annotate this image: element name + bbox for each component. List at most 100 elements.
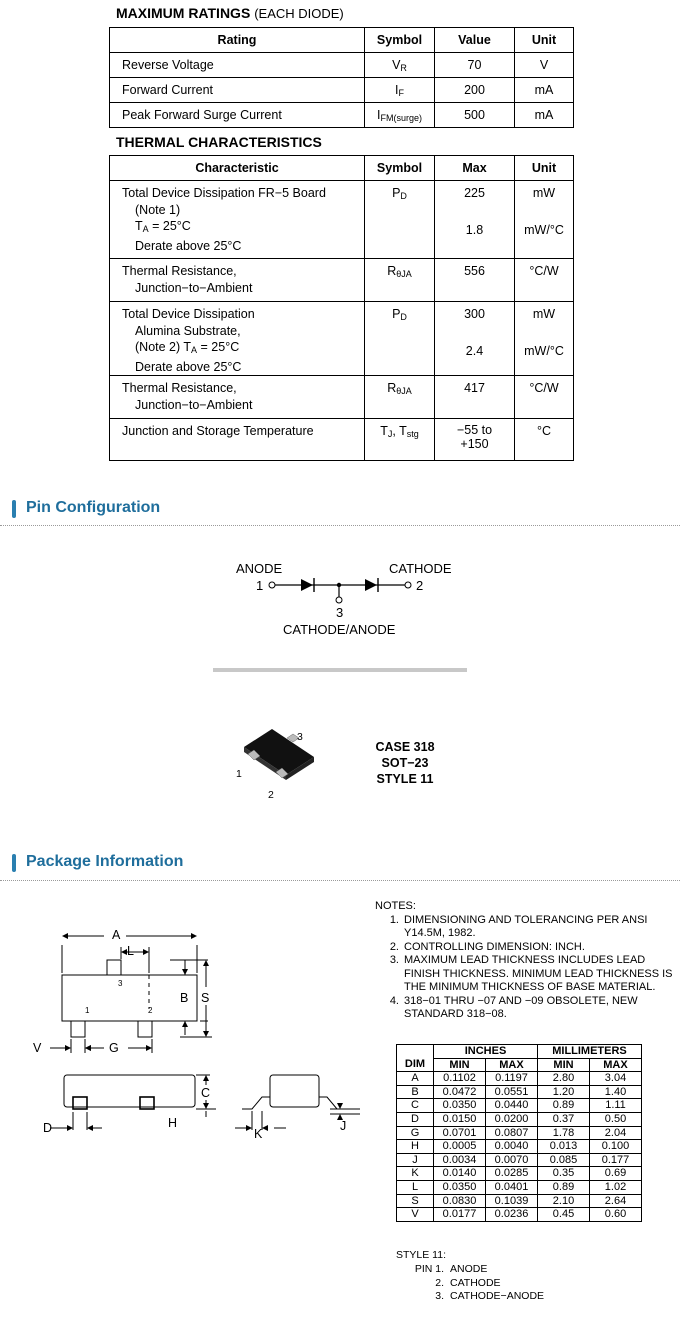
- dim-value-cell: 0.0401: [485, 1179, 538, 1195]
- dim-value-cell: 3.04: [589, 1071, 642, 1086]
- characteristic-cell: Thermal Resistance, Junction−to−Ambient: [122, 381, 253, 412]
- dim-label-L: L: [127, 944, 134, 958]
- package-outline-drawing: [50, 933, 360, 1131]
- dim-value-cell: 0.013: [537, 1139, 590, 1154]
- col-header-unit: Unit: [514, 155, 574, 181]
- note-item: 1.DIMENSIONING AND TOLERANCING PER ANSI …: [389, 913, 648, 940]
- dim-cell: H: [396, 1139, 434, 1154]
- symbol-cell: IFM(surge): [377, 108, 422, 123]
- unit-cell: °C/W: [529, 264, 559, 278]
- pkg-pin-1: 1: [236, 768, 242, 780]
- characteristic-cell: Total Device Dissipation Alumina Substra…: [122, 307, 255, 374]
- pin-3-label: 3: [336, 605, 344, 620]
- symbol-cell: TJ, Tstg: [380, 424, 419, 439]
- table-row: Total Device Dissipation Alumina Substra…: [109, 301, 574, 376]
- dim-value-cell: 0.60: [589, 1207, 642, 1222]
- max-ratings-subtitle: (EACH DIODE): [254, 6, 344, 21]
- unit-cell: V: [539, 58, 549, 72]
- dim-cell: S: [396, 1193, 434, 1209]
- dim-value-cell: 0.0150: [433, 1111, 486, 1127]
- symbol-cell: VR: [392, 58, 407, 73]
- dim-value-cell: 0.0472: [433, 1084, 486, 1100]
- common-label: CATHODE/ANODE: [283, 622, 396, 637]
- dim-value-cell: 0.69: [589, 1166, 642, 1181]
- pin-1-label: 1: [256, 578, 264, 593]
- max-cell: 417: [464, 381, 485, 395]
- dim-label-K: K: [254, 1127, 263, 1141]
- dim-value-cell: 1.11: [589, 1098, 642, 1113]
- style-pin-row: 3.CATHODE−ANODE: [435, 1290, 545, 1303]
- symbol-cell: RθJA: [387, 264, 412, 279]
- dim-value-cell: 0.0200: [485, 1111, 538, 1127]
- table-header-row: DIM MIN MAX MIN MAX: [396, 1057, 642, 1073]
- cathode-label: CATHODE: [389, 561, 452, 576]
- dim-value-cell: 2.10: [537, 1193, 590, 1209]
- diode-schematic: [268, 578, 412, 604]
- dim-value-cell: 0.0140: [433, 1166, 486, 1181]
- dim-value-cell: 0.0070: [485, 1152, 538, 1168]
- thermal-table: Characteristic Symbol Max Unit Total Dev…: [109, 155, 574, 461]
- dim-value-cell: 1.02: [589, 1179, 642, 1195]
- case-line: STYLE 11: [376, 772, 434, 786]
- case-line: CASE 318: [375, 740, 435, 754]
- dim-value-cell: 1.78: [537, 1125, 590, 1141]
- dim-label-S: S: [201, 991, 210, 1005]
- table-header-row: Rating Symbol Value Unit: [109, 27, 574, 53]
- symbol-cell: RθJA: [387, 381, 412, 396]
- dim-value-cell: 1.20: [537, 1084, 590, 1100]
- dim-cell: A: [396, 1071, 434, 1086]
- table-header-row: Characteristic Symbol Max Unit: [109, 155, 574, 181]
- unit-cell: mA: [534, 108, 554, 122]
- separator-bar: [213, 668, 467, 672]
- dim-value-cell: 0.45: [537, 1207, 590, 1222]
- dim-value-cell: 0.0350: [433, 1179, 486, 1195]
- table-row: Forward Current IF 200 mA: [109, 77, 574, 103]
- rating-cell: Forward Current: [122, 83, 213, 97]
- dim-value-cell: 0.1197: [485, 1071, 538, 1086]
- case-line: SOT−23: [381, 756, 429, 770]
- unit-cell: °C/W: [529, 381, 559, 395]
- unit-cell: mA: [534, 83, 554, 97]
- dim-cell: L: [396, 1179, 434, 1195]
- rating-cell: Peak Forward Surge Current: [122, 108, 282, 122]
- dim-label-C: C: [201, 1086, 211, 1100]
- dim-cell: G: [396, 1125, 434, 1141]
- dim-label-V: V: [33, 1041, 42, 1055]
- max-ratings-table: Rating Symbol Value Unit Reverse Voltage…: [109, 27, 574, 128]
- dim-value-cell: 0.1102: [433, 1071, 486, 1086]
- dim-value-cell: 0.89: [537, 1098, 590, 1113]
- dim-value-cell: 2.80: [537, 1071, 590, 1086]
- dim-value-cell: 2.64: [589, 1193, 642, 1209]
- dim-value-cell: 0.0236: [485, 1207, 538, 1222]
- dimension-table: INCHES MILLIMETERS DIM MIN MAX MIN MAX A…: [396, 1044, 642, 1222]
- pin-2-label: 2: [416, 578, 424, 593]
- diode-2-icon: [365, 579, 377, 591]
- characteristic-cell: Thermal Resistance, Junction−to−Ambient: [122, 264, 253, 295]
- section-divider: [0, 880, 680, 881]
- dim-value-cell: 0.0177: [433, 1207, 486, 1222]
- note-item: 2.CONTROLLING DIMENSION: INCH.: [389, 940, 585, 953]
- table-row: Junction and Storage Temperature TJ, Tst…: [109, 418, 574, 461]
- col-header-min-mm: MIN: [537, 1057, 590, 1073]
- section-marker-icon: [12, 854, 16, 872]
- max-cell: 556: [464, 264, 485, 278]
- dim-value-cell: 0.0807: [485, 1125, 538, 1141]
- table-row: Reverse Voltage VR 70 V: [109, 52, 574, 78]
- note-item: 4.318−01 THRU −07 AND −09 OBSOLETE, NEW …: [389, 994, 638, 1021]
- section-marker-icon: [12, 500, 16, 518]
- max-ratings-heading: MAXIMUM RATINGS (EACH DIODE): [116, 5, 344, 21]
- dim-label-G: G: [109, 1041, 119, 1055]
- dim-label-D: D: [43, 1121, 53, 1135]
- drawing-pin-2: 2: [148, 1006, 153, 1015]
- style-block: STYLE 11: PIN 1.ANODE 2.CATHODE 3.CATHOD…: [396, 1249, 544, 1304]
- characteristic-cell: Total Device Dissipation FR−5 Board (Not…: [122, 186, 326, 253]
- dim-cell: C: [396, 1098, 434, 1113]
- group-header-mm: MILLIMETERS: [537, 1044, 642, 1059]
- style-pin-row: PIN 1.ANODE: [414, 1262, 488, 1275]
